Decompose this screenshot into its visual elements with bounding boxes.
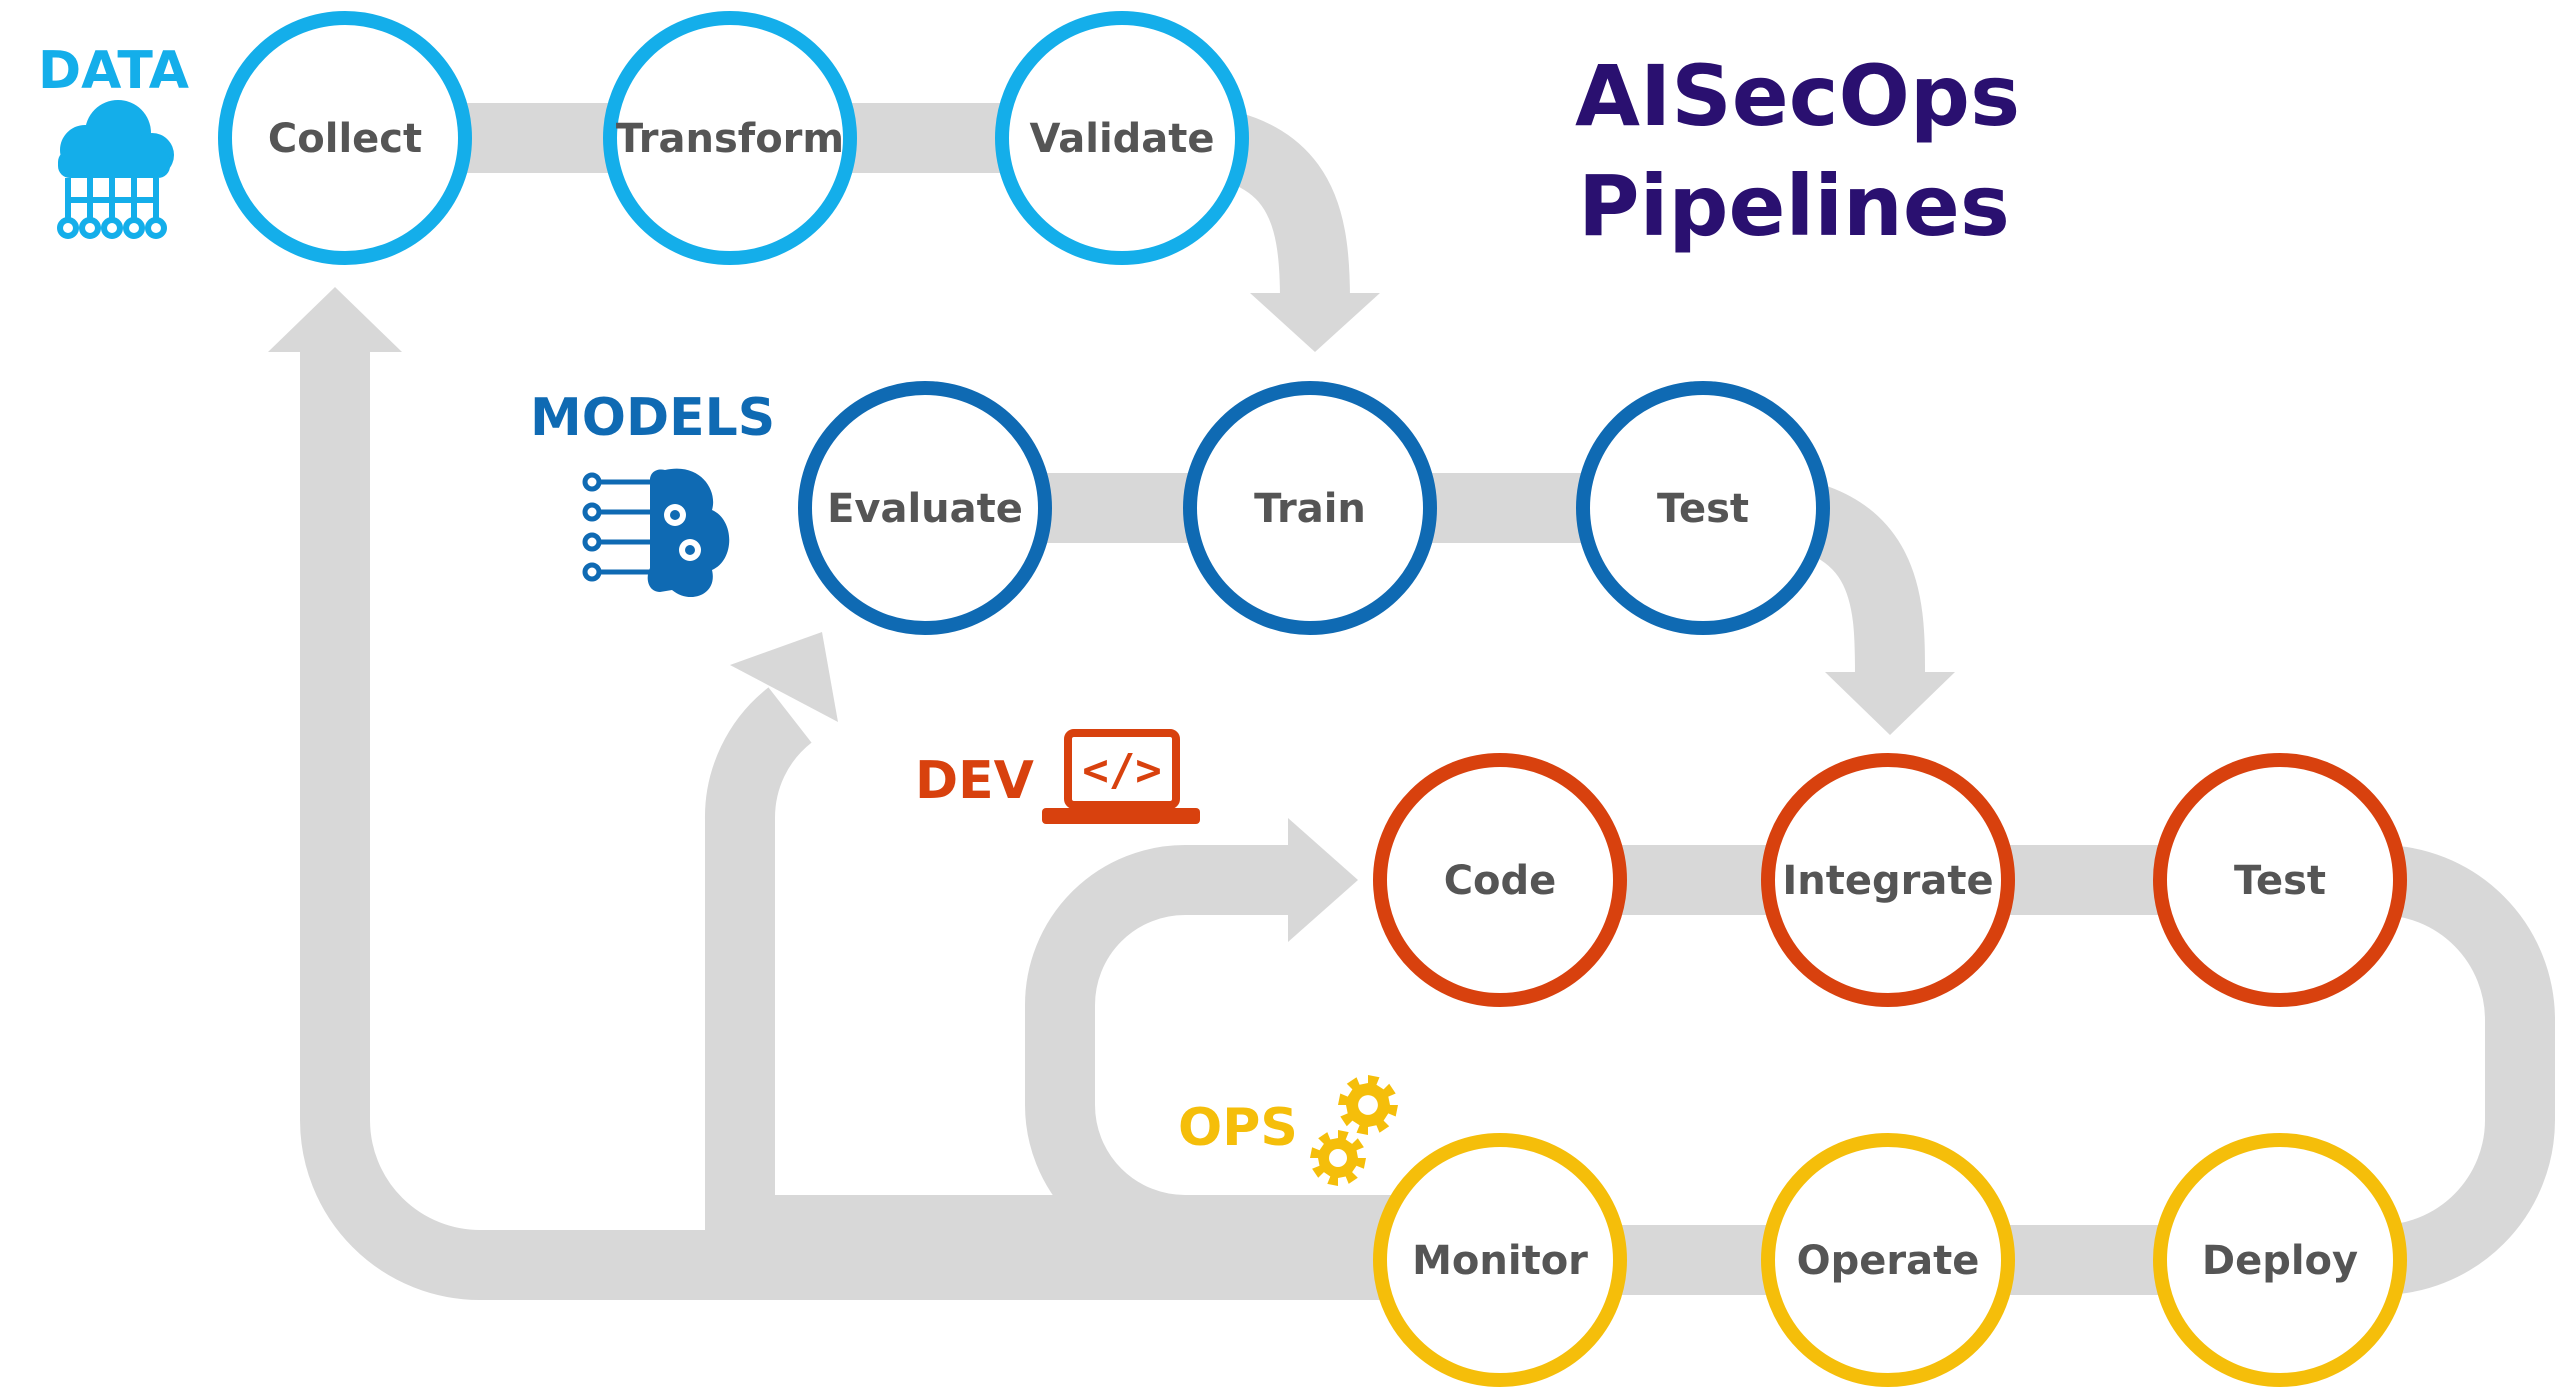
node-circle xyxy=(218,11,472,265)
node-ops-operate: Operate xyxy=(1761,1133,2015,1387)
laptop-code-icon: </> xyxy=(1042,729,1200,824)
node-circle xyxy=(1576,381,1830,635)
node-circle xyxy=(1761,753,2015,1007)
arrowhead-monitor-to-evaluate xyxy=(730,632,838,722)
stage-label-data: DATA xyxy=(38,41,189,101)
node-data-validate: Validate xyxy=(995,11,1249,265)
node-ops-monitor: Monitor xyxy=(1373,1133,1627,1387)
node-label: Transform xyxy=(616,116,844,162)
gear-shape xyxy=(1338,1075,1398,1135)
code-glyph: </> xyxy=(1082,745,1161,796)
node-data-transform: Transform xyxy=(603,11,857,265)
stage-labels: DATA MODELS xyxy=(38,41,1398,1186)
node-label: Monitor xyxy=(1412,1238,1588,1284)
node-circle xyxy=(1373,753,1627,1007)
node-label: Test xyxy=(1657,486,1749,532)
node-circle xyxy=(2153,753,2407,1007)
title-line-2: Pipelines xyxy=(1578,157,2010,255)
node-data-collect: Collect xyxy=(218,11,472,265)
brain-circuit-icon xyxy=(582,468,730,598)
node-label: Evaluate xyxy=(827,486,1023,532)
node-circle xyxy=(1373,1133,1627,1387)
gears-icon xyxy=(1310,1075,1398,1186)
node-circle xyxy=(2153,1133,2407,1387)
gear-shape xyxy=(1310,1130,1366,1186)
arrowhead-monitor-to-code xyxy=(1288,818,1358,942)
pipeline-connectors xyxy=(268,103,2555,1300)
node-models-train: Train xyxy=(1183,381,1437,635)
node-label: Deploy xyxy=(2202,1238,2358,1284)
connector-monitor-to-code xyxy=(1025,845,1400,1265)
arrowhead-validate-to-train xyxy=(1250,293,1380,352)
node-models-test: Test xyxy=(1576,381,1830,635)
node-label: Train xyxy=(1254,486,1366,532)
node-circle xyxy=(995,11,1249,265)
node-dev-integrate: Integrate xyxy=(1761,753,2015,1007)
stage-label-dev: DEV xyxy=(915,751,1034,811)
node-label: Test xyxy=(2234,858,2326,904)
connector-monitor-to-evaluate xyxy=(705,687,1400,1265)
connector-dev-to-ops-loop xyxy=(2280,845,2555,1295)
node-label: Validate xyxy=(1029,116,1214,162)
node-dev-code: Code xyxy=(1373,753,1627,1007)
node-circle xyxy=(1761,1133,2015,1387)
title-line-1: AISecOps xyxy=(1575,47,2020,145)
node-label: Collect xyxy=(268,116,422,162)
node-label: Operate xyxy=(1797,1238,1980,1284)
node-label: Integrate xyxy=(1782,858,1993,904)
stage-label-models: MODELS xyxy=(530,388,775,448)
connector-monitor-to-collect xyxy=(300,345,1400,1300)
node-ops-deploy: Deploy xyxy=(2153,1133,2407,1387)
node-circle xyxy=(603,11,857,265)
node-circle xyxy=(1183,381,1437,635)
stage-label-ops: OPS xyxy=(1178,1098,1298,1158)
diagram-title: AISecOps Pipelines xyxy=(1575,47,2020,255)
arrowhead-monitor-to-collect xyxy=(268,287,402,352)
node-dev-test: Test xyxy=(2153,753,2407,1007)
arrowhead-test-to-integrate xyxy=(1825,672,1955,735)
node-circle xyxy=(798,381,1052,635)
cloud-network-icon xyxy=(57,100,174,239)
node-models-evaluate: Evaluate xyxy=(798,381,1052,635)
node-label: Code xyxy=(1444,858,1557,904)
